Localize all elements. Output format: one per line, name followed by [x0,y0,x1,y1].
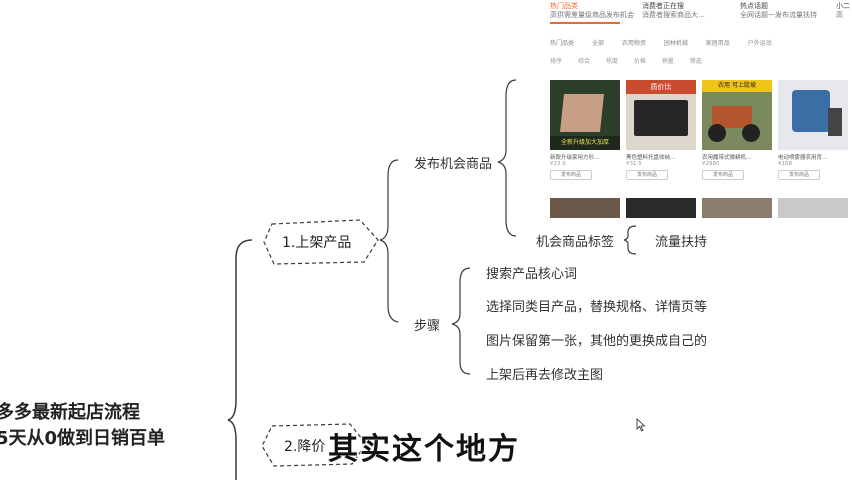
publish-product-button[interactable]: 发布商品 [550,170,592,180]
root-title-line1: 多多最新起店流程 [0,402,140,423]
product-image [778,80,848,150]
product-card[interactable]: 农用 可上陡坡 农用履带式微耕机… ¥2980 发布商品 [702,80,774,192]
root-title-line2: 5天从0做到日销百单 [0,428,166,449]
product-name: 电动喷雾器农用背… [778,155,828,161]
screenshot-sort-filters: 排序 综合 热度 价格 销量 筛选 [550,56,716,65]
product-card[interactable]: 电动喷雾器农用背… ¥168 发布商品 [778,80,850,192]
tab-title: 热门品类 [550,2,578,10]
product-card[interactable]: 质价比 黑色塑料托盘收纳… ¥31.5 发布商品 [626,80,698,192]
product-card-partial [550,198,620,218]
node-lower-price[interactable]: 2.降价 [284,439,326,455]
tag-label[interactable]: 机会商品标签 [536,235,615,250]
screenshot-tab-searching[interactable]: 消费者正在搜 消费者搜索商品大… [642,2,705,20]
node-list-product[interactable]: 1.上架产品 [282,235,352,251]
sort-option[interactable]: 排序 [550,58,563,65]
product-image: 全新升级加大加厚 [550,80,620,150]
product-price: ¥31.5 [626,161,642,167]
filter-chip[interactable]: 农用物资 [621,40,646,47]
tab-desc: 消费者搜索商品大… [642,11,705,19]
embedded-opportunity-screenshot: 热门品类 高供需差量级商品发布机会 消费者正在搜 消费者搜索商品大… 热点话题 … [538,0,852,218]
sort-option[interactable]: 销量 [661,58,674,65]
filter-chip[interactable]: 家居用品 [705,40,730,47]
product-image: 质价比 [626,80,696,150]
mouse-cursor-icon [636,418,646,432]
publish-product-button[interactable]: 发布商品 [778,170,820,180]
tab-title: 消费者正在搜 [642,2,684,10]
filter-chip[interactable]: 园林机械 [663,40,688,47]
product-card-partial [778,198,848,218]
product-image-caption: 农用 可上陡坡 [702,80,772,92]
screenshot-tab-more[interactable]: 小二 高 [836,2,850,20]
tab-title: 小二 [836,2,850,10]
tag-value[interactable]: 流量扶持 [655,235,708,250]
step-item-4[interactable]: 上架后再去修改主图 [486,368,604,383]
product-price: ¥23.9 [550,161,566,167]
product-name: 黑色塑料托盘收纳… [626,155,676,161]
filter-chip[interactable]: 户外运动 [747,40,772,47]
step-item-3[interactable]: 图片保留第一张，其他的更换成自己的 [486,334,708,349]
publish-product-button[interactable]: 发布商品 [702,170,744,180]
product-price: ¥168 [778,161,792,167]
sort-option[interactable]: 热度 [605,58,618,65]
product-name: 农用履带式微耕机… [702,155,752,161]
product-image-caption: 质价比 [626,80,696,94]
screenshot-tab-hot[interactable]: 热门品类 高供需差量级商品发布机会 [550,2,634,20]
sort-option[interactable]: 综合 [577,58,590,65]
screenshot-category-filters: 热门品类 全部 农用物资 园林机械 家居用品 户外运动 [550,38,788,47]
tab-desc: 全网话题一发布流量扶持 [740,11,817,19]
product-image-caption: 全新升级加大加厚 [550,136,620,150]
step-item-2[interactable]: 选择同类目产品，替换规格、详情页等 [486,300,708,315]
product-card-partial [702,198,772,218]
product-price: ¥2980 [702,161,720,167]
branch-publish-opportunity[interactable]: 发布机会商品 [414,157,493,172]
tab-title: 热点话题 [740,2,768,10]
filter-chip[interactable]: 热门品类 [550,40,575,47]
tab-desc: 高 [836,11,843,19]
product-card-partial [626,198,696,218]
step-item-1[interactable]: 搜索产品核心词 [486,267,578,282]
screenshot-tab-bar: 热门品类 高供需差量级商品发布机会 消费者正在搜 消费者搜索商品大… 热点话题 … [538,0,852,26]
active-tab-underline [550,22,620,24]
publish-product-button[interactable]: 发布商品 [626,170,668,180]
product-image: 农用 可上陡坡 [702,80,772,150]
branch-steps[interactable]: 步骤 [414,319,441,334]
product-name: 新款升级家用方形… [550,155,600,161]
screenshot-tab-topics[interactable]: 热点话题 全网话题一发布流量扶持 [740,2,817,20]
filter-chip[interactable]: 全部 [591,40,604,47]
video-subtitle: 其实这个地方 [328,432,520,467]
tab-desc: 高供需差量级商品发布机会 [550,11,634,19]
mindmap-root: 多多最新起店流程 5天从0做到日销百单 [0,400,165,452]
sort-option[interactable]: 价格 [633,58,646,65]
sort-option[interactable]: 筛选 [689,58,702,65]
product-card[interactable]: 全新升级加大加厚 新款升级家用方形… ¥23.9 发布商品 [550,80,622,192]
